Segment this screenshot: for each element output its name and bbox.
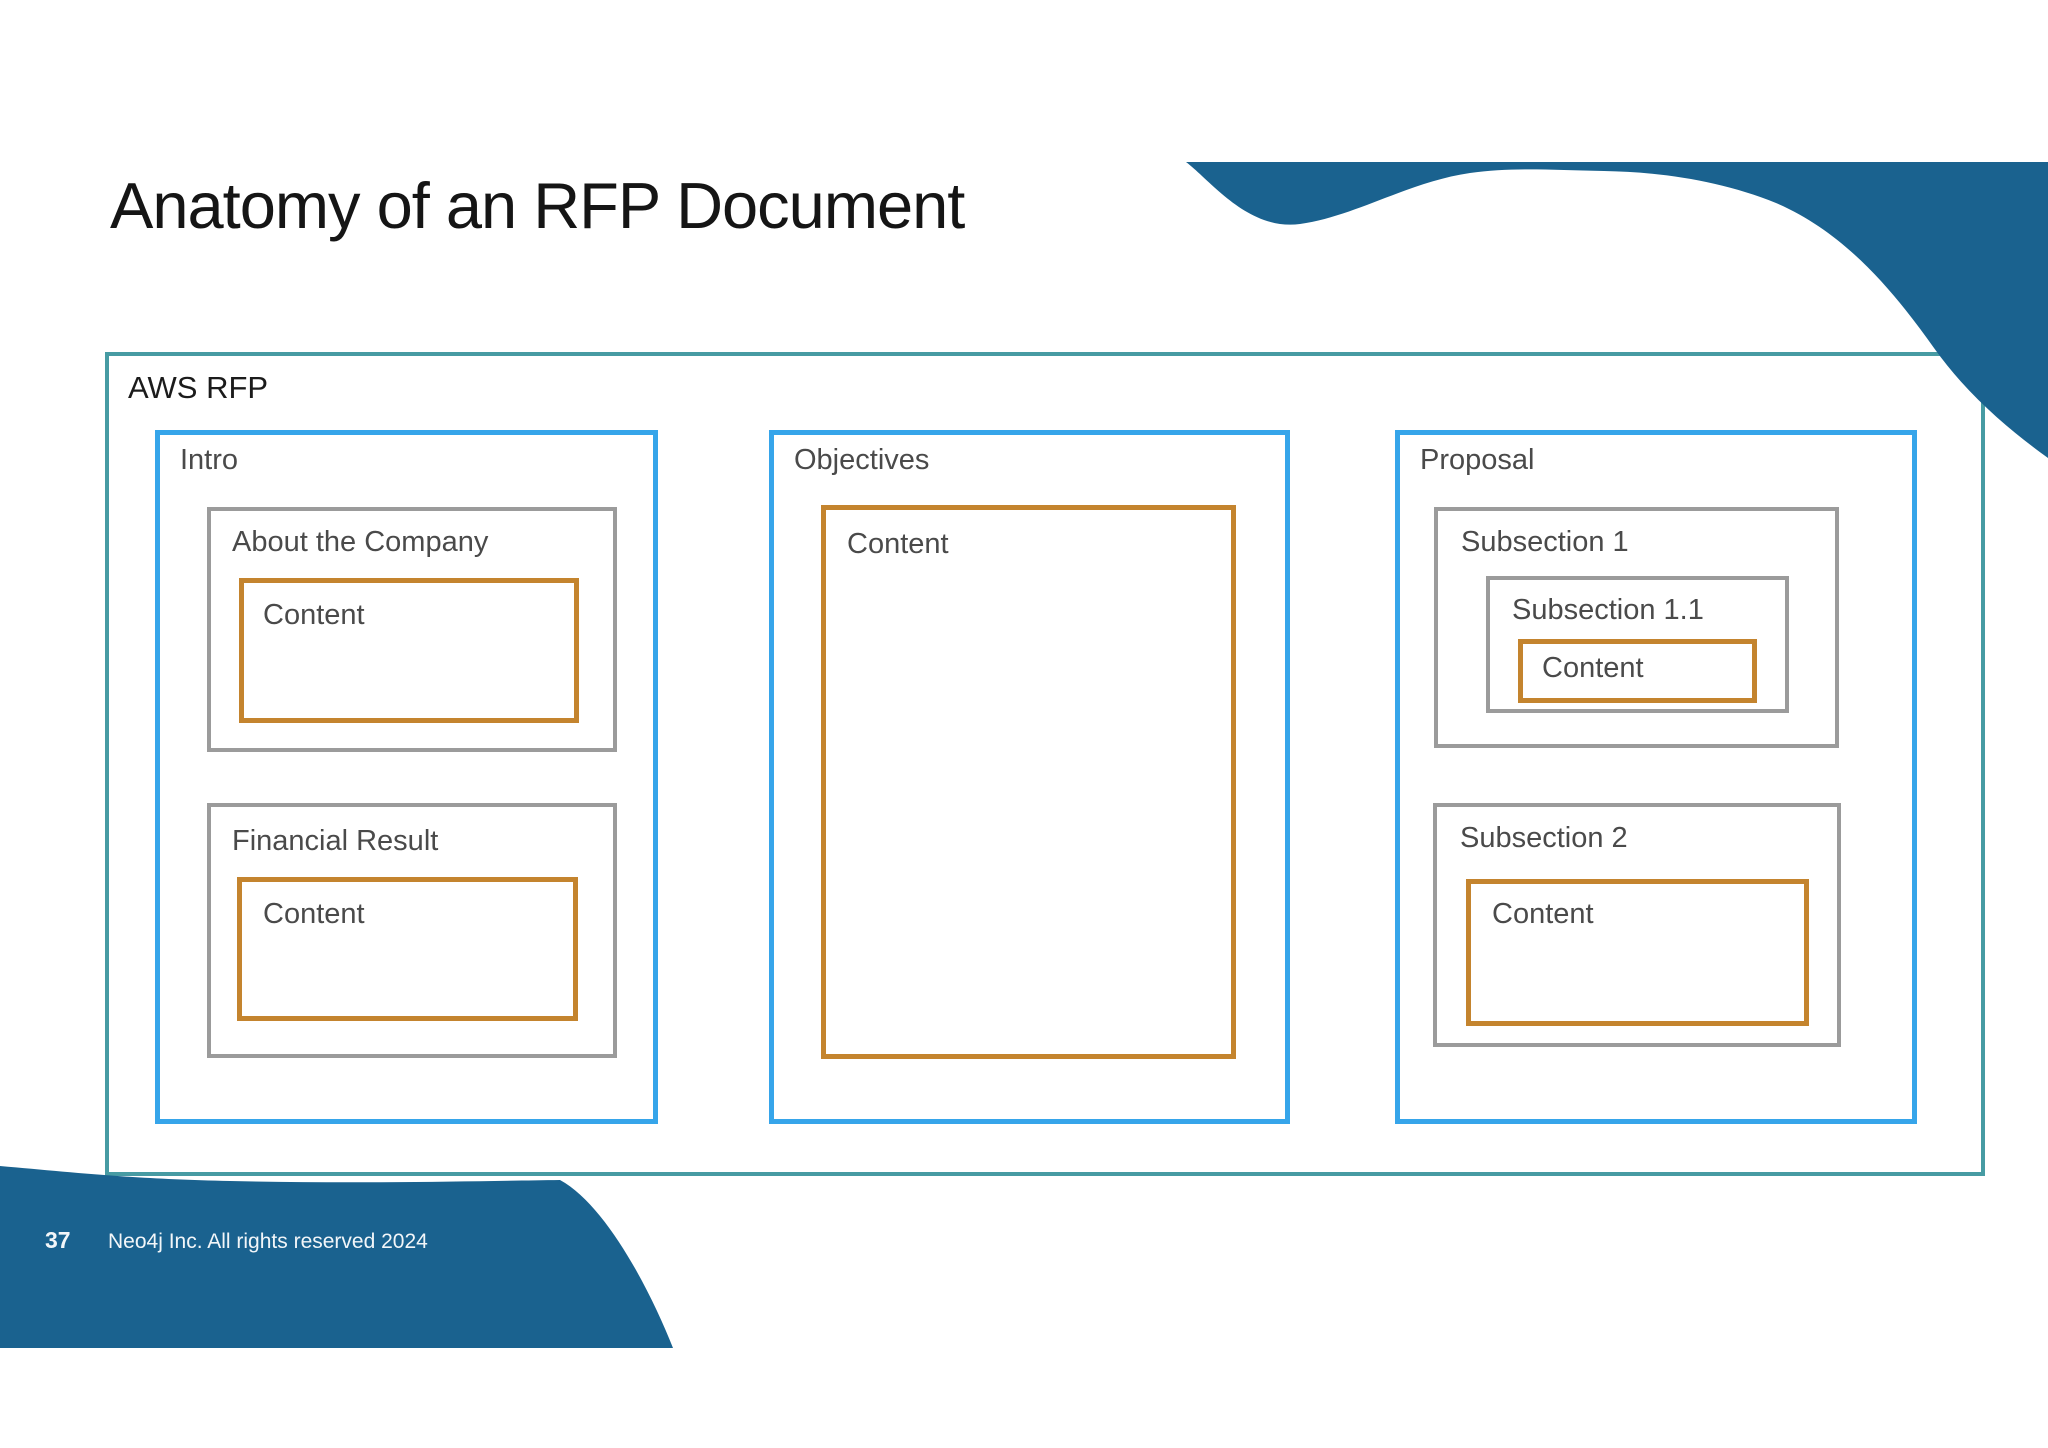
about-the-company-label: About the Company: [232, 526, 489, 558]
bottom-left-wave-shape: [0, 1166, 673, 1348]
subsection-2-content-box: [1466, 879, 1809, 1026]
objectives-content-label: Content: [847, 528, 949, 560]
subsection-2-content-label: Content: [1492, 898, 1594, 930]
subsection-2-label: Subsection 2: [1460, 822, 1628, 854]
intro-label: Intro: [180, 444, 239, 476]
aws-rfp-label: AWS RFP: [128, 370, 269, 405]
subsection-1-1-content-label: Content: [1542, 652, 1644, 684]
about-content-box: [239, 578, 579, 723]
subsection-1-1-content-box: [1518, 639, 1757, 703]
objectives-content-box: [821, 505, 1236, 1059]
copyright-text: Neo4j Inc. All rights reserved 2024: [108, 1230, 428, 1253]
about-content-label: Content: [263, 599, 365, 631]
page-number: 37: [45, 1227, 71, 1253]
financial-content-box: [237, 877, 578, 1021]
proposal-label: Proposal: [1420, 444, 1535, 476]
financial-result-label: Financial Result: [232, 825, 439, 857]
objectives-label: Objectives: [794, 444, 930, 476]
slide-title: Anatomy of an RFP Document: [110, 169, 965, 242]
subsection-1-label: Subsection 1: [1461, 526, 1629, 558]
financial-content-label: Content: [263, 898, 365, 930]
subsection-1-1-label: Subsection 1.1: [1512, 594, 1704, 626]
